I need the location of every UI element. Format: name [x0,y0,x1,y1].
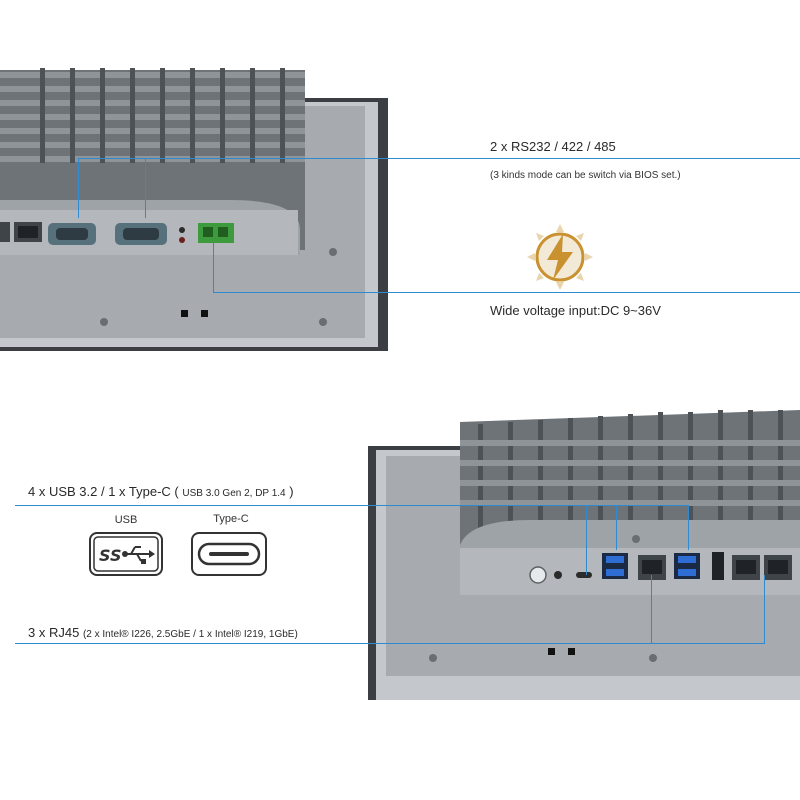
usb-callout-line-vertical-1 [586,505,587,575]
usb-callout-line-vertical-2 [616,505,617,550]
rj45-spec-title: 3 x RJ45 (2 x Intel® I226, 2.5GbE / 1 x … [28,625,298,640]
type-c-icon-label: Type-C [213,513,249,525]
usb-ss-icon: SS [89,532,163,576]
power-callout-line-horizontal [213,292,800,293]
rj45-spec-title-main: 3 x RJ45 [28,625,80,640]
svg-text:SS: SS [99,546,121,565]
type-c-icon [191,532,267,576]
usb-spec-title: 4 x USB 3.2 / 1 x Type-C ( USB 3.0 Gen 2… [28,484,294,499]
bottom-device-illustration [360,410,800,700]
top-device-illustration [0,60,400,360]
serial-callout-line-vertical-1 [78,158,79,218]
usb-icon-label: USB [114,514,138,526]
serial-callout-line-vertical-2 [145,158,146,218]
power-callout-line-vertical [213,236,214,293]
serial-spec-title: 2 x RS232 / 422 / 485 [490,139,616,154]
rj45-callout-line-vertical-1 [651,575,652,643]
power-spec-title: Wide voltage input:DC 9~36V [490,303,661,318]
usb-callout-line-vertical-3 [688,505,689,550]
lightning-gear-icon [525,222,595,292]
rj45-callout-line-vertical-2 [764,575,765,643]
usb-spec-title-close: ) [289,484,294,499]
usb-callout-line-horizontal [15,505,688,506]
usb-spec-title-main: 4 x USB 3.2 / 1 x Type-C ( [28,484,179,499]
serial-spec-note: (3 kinds mode can be switch via BIOS set… [490,170,681,181]
rj45-callout-line-horizontal [15,643,765,644]
rj45-spec-title-detail: (2 x Intel® I226, 2.5GbE / 1 x Intel® I2… [82,629,298,640]
serial-callout-line-horizontal [78,158,800,159]
usb-spec-title-detail: USB 3.0 Gen 2, DP 1.4 [182,488,286,499]
